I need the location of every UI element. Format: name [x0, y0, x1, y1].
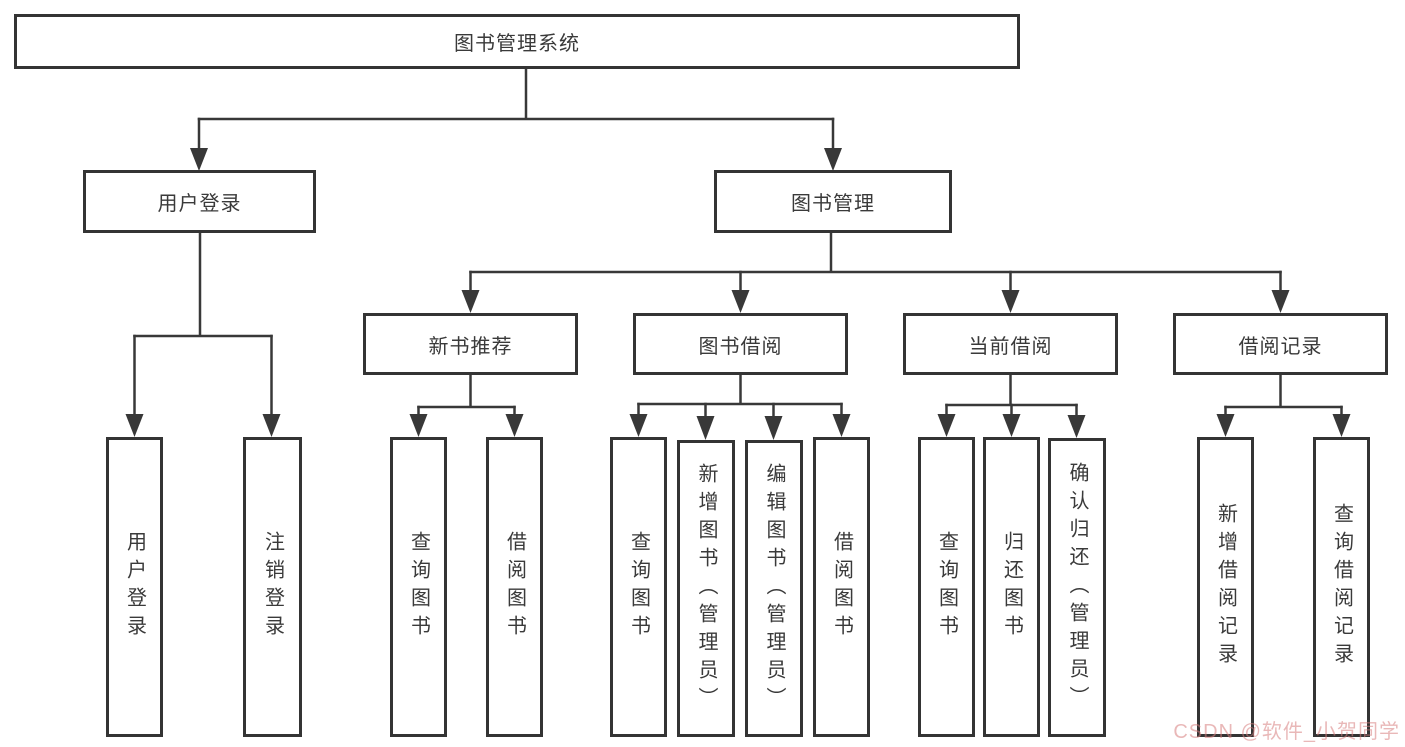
connector-current-borrow-to-leaves: [937, 375, 1086, 438]
leaf-edit-books-admin: 编辑图书（管理员）: [745, 440, 803, 737]
leaf-user-login: 用户登录: [106, 437, 163, 737]
node-new-book-rec-label: 新书推荐: [428, 335, 513, 358]
node-current-borrow-label: 当前借阅: [968, 335, 1053, 358]
connector-root-to-level2: [190, 69, 842, 171]
leaf-add-borrow-record-label: 新增借阅记录: [1214, 503, 1237, 671]
leaf-return-books-label: 归还图书: [1000, 531, 1023, 643]
node-book-borrow: 图书借阅: [633, 313, 848, 375]
node-user-login: 用户登录: [83, 170, 316, 233]
leaf-query-books-rec-label: 查询图书: [407, 531, 430, 643]
connector-book-borrow-to-leaves: [629, 375, 851, 440]
leaf-add-books-admin: 新增图书（管理员）: [677, 440, 735, 737]
leaf-query-books-borrow: 查询图书: [610, 437, 667, 737]
leaf-query-books-borrow-label: 查询图书: [627, 531, 650, 643]
leaf-query-books-rec: 查询图书: [390, 437, 447, 737]
connector-new-book-rec-to-leaves: [409, 375, 524, 437]
leaf-borrow-books-rec-label: 借阅图书: [503, 531, 526, 643]
node-user-login-label: 用户登录: [157, 193, 242, 215]
connector-book-mgmt-to-level3: [461, 233, 1290, 313]
leaf-add-borrow-record: 新增借阅记录: [1197, 437, 1254, 737]
leaf-confirm-return-admin-label: 确认归还（管理员）: [1066, 461, 1088, 714]
node-current-borrow: 当前借阅: [903, 313, 1118, 375]
leaf-borrow-books-borrow-label: 借阅图书: [830, 531, 853, 643]
node-borrow-record: 借阅记录: [1173, 313, 1388, 375]
leaf-user-login-label: 用户登录: [123, 531, 146, 643]
node-book-borrow-label: 图书借阅: [698, 335, 783, 358]
leaf-confirm-return-admin: 确认归还（管理员）: [1048, 438, 1106, 737]
leaf-logout: 注销登录: [243, 437, 302, 737]
leaf-query-borrow-record-label: 查询借阅记录: [1330, 503, 1353, 671]
node-root-label: 图书管理系统: [454, 33, 580, 55]
connector-user-login-to-leaves: [125, 233, 281, 437]
leaf-query-borrow-record: 查询借阅记录: [1313, 437, 1370, 737]
connector-borrow-record-to-leaves: [1216, 375, 1351, 437]
leaf-edit-books-admin-label: 编辑图书（管理员）: [763, 462, 785, 715]
node-book-mgmt-label: 图书管理: [791, 193, 875, 215]
node-root-system: 图书管理系统: [14, 14, 1020, 69]
leaf-borrow-books-borrow: 借阅图书: [813, 437, 870, 737]
leaf-borrow-books-rec: 借阅图书: [486, 437, 543, 737]
node-book-mgmt: 图书管理: [714, 170, 952, 233]
node-new-book-rec: 新书推荐: [363, 313, 578, 375]
csdn-watermark: CSDN @软件_小贺同学: [1173, 721, 1400, 743]
leaf-query-books-current-label: 查询图书: [935, 531, 958, 643]
leaf-add-books-admin-label: 新增图书（管理员）: [695, 462, 717, 715]
leaf-return-books: 归还图书: [983, 437, 1040, 737]
leaf-query-books-current: 查询图书: [918, 437, 975, 737]
leaf-logout-label: 注销登录: [261, 531, 284, 643]
node-borrow-record-label: 借阅记录: [1238, 335, 1323, 358]
